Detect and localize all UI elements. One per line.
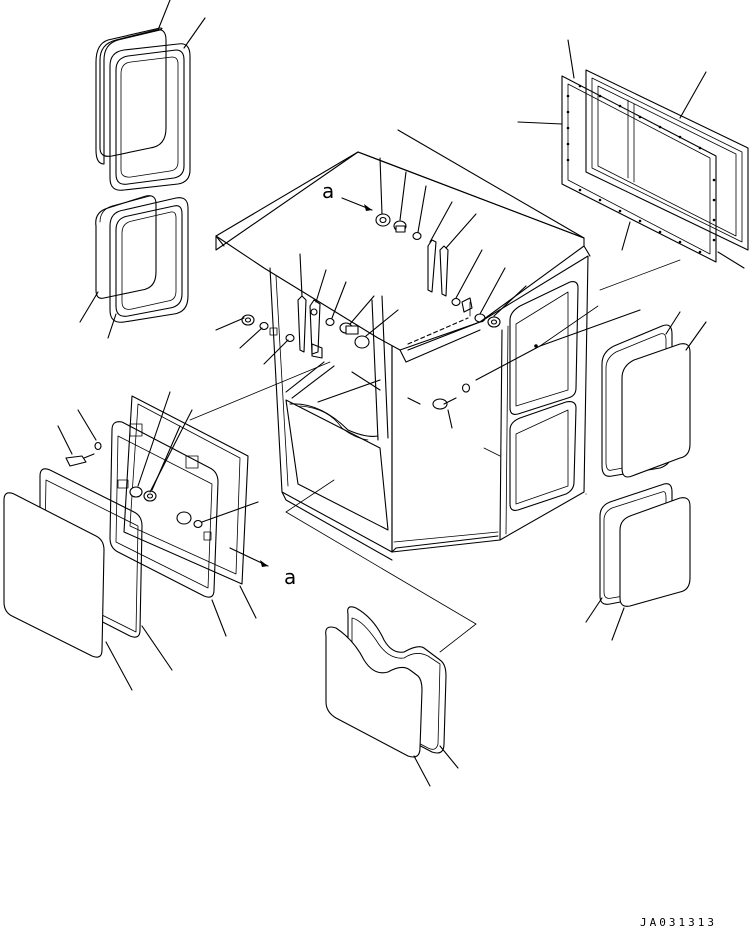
right-lower-window-assembly [585, 483, 691, 641]
front-lower-window-assembly [285, 479, 477, 787]
right-upper-window-assembly [601, 311, 707, 478]
middle-left-window-assembly [79, 195, 189, 339]
drawing-code: JA031313 [640, 916, 717, 929]
roof-hardware [341, 157, 527, 328]
rear-window-assembly [517, 39, 749, 269]
upper-left-window-assembly [95, 0, 206, 191]
leader-lines [483, 259, 681, 457]
front-door-assembly [3, 361, 331, 691]
side-hardware [215, 253, 641, 429]
section-mark-top: a [322, 179, 334, 203]
section-mark-bottom: a [284, 565, 296, 589]
